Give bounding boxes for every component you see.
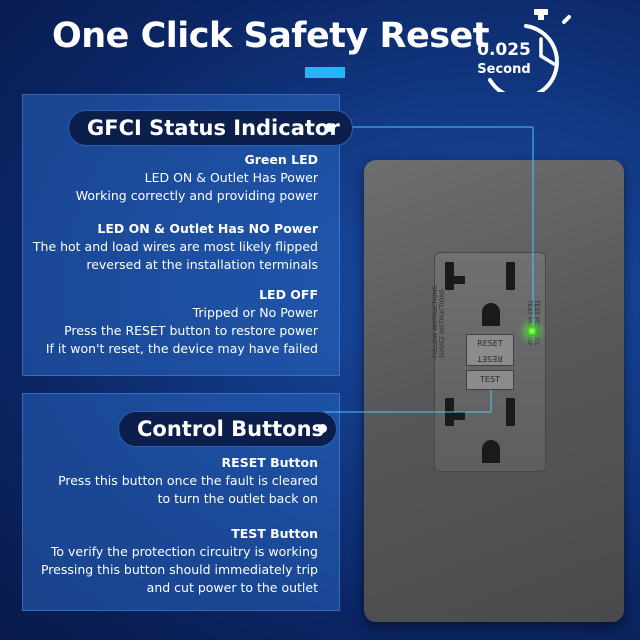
status-heading: GFCI Status Indicator (87, 116, 340, 140)
reset-button[interactable]: RESET RESET (466, 334, 514, 366)
bottom-ground-slot (482, 440, 500, 463)
top-t-slot (445, 276, 465, 284)
suivez-instructions-label: SUIVEZ INSTRUCTIONS (439, 289, 446, 358)
page-title: One Click Safety Reset (52, 16, 490, 56)
timer-value: 0.025 (477, 40, 531, 60)
bottom-t-slot (445, 412, 465, 420)
status-led (527, 326, 537, 336)
status-item-no-power: LED ON & Outlet Has NO Power The hot and… (32, 221, 318, 272)
test-mensuel-label: TEST MENSUEL (533, 300, 540, 346)
follow-instructions-label: FOLLOW INSTRUCTIONS (432, 285, 439, 358)
bottom-neutral-slot (506, 398, 515, 426)
test-button[interactable]: TEST (466, 370, 514, 390)
status-pill-dot (325, 123, 334, 132)
timer-unit: Second (477, 62, 531, 77)
buttons-item-test: TEST Button To verify the protection cir… (40, 526, 318, 595)
title-accent-bar (305, 67, 345, 78)
top-ground-slot (482, 303, 500, 326)
top-neutral-slot (506, 262, 515, 290)
status-item-led-off: LED OFF Tripped or No Power Press the RE… (45, 287, 318, 356)
buttons-heading: Control Buttons (137, 417, 325, 441)
buttons-pill-dot (318, 424, 327, 433)
status-item-green-led: Green LED LED ON & Outlet Has Power Work… (75, 152, 318, 203)
buttons-heading-pill: Control Buttons (118, 411, 338, 447)
buttons-item-reset: RESET Button Press this button once the … (58, 455, 318, 506)
status-heading-pill: GFCI Status Indicator (68, 110, 353, 146)
test-monthly-label: TEST MONTHLY (526, 300, 533, 346)
